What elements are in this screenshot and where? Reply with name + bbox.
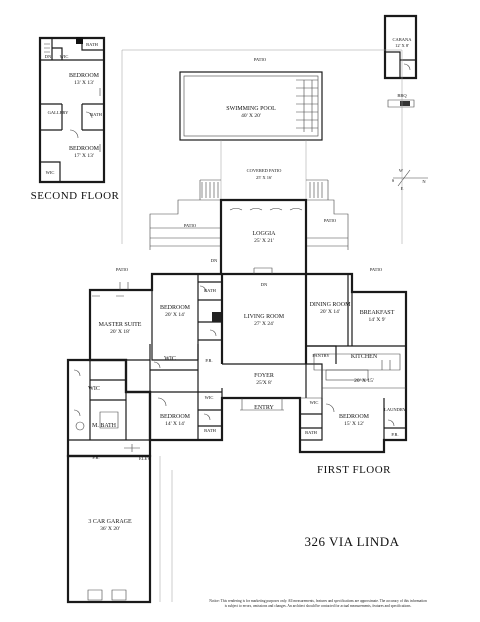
bbq-label: BBQ [397, 93, 407, 98]
bath-label: BATH [305, 430, 318, 435]
patio-label: PATIO [324, 218, 337, 223]
disclaimer-line-2: is subject to errors, omissions and chan… [225, 604, 412, 609]
compass: W S E N [392, 168, 428, 191]
foyer-label: FOYER [254, 373, 274, 379]
disclaimer-line-1: Notice: This rendering is for marketing … [209, 599, 427, 604]
pool-label: SWIMMING POOL [226, 106, 276, 112]
patio-label: PATIO [254, 57, 267, 62]
bath-label: BATH [86, 42, 99, 47]
bedroom-dimensions: 14' X 14' [165, 421, 185, 427]
outdoor-areas: PATIO SWIMMING POOL 40' X 20' COVERED PA… [121, 49, 403, 250]
powder-room-label: P.R. [205, 358, 212, 363]
living-room-label: LIVING ROOM [244, 314, 285, 320]
foyer-dimensions: 25'X 8' [256, 380, 272, 386]
patio-label: PATIO [184, 223, 197, 228]
stair-down-label: DN [45, 54, 52, 59]
garage-dimensions: 36' X 20' [100, 526, 120, 532]
pantry-label: PANTRY [312, 353, 330, 358]
wic-label: WIC [164, 356, 176, 362]
first-floor-title: FIRST FLOOR [317, 464, 391, 476]
compass-s: S [392, 178, 395, 183]
dining-room-label: DINING ROOM [310, 302, 351, 308]
bedroom-label: BEDROOM [69, 146, 100, 152]
breakfast-dimensions: 14' X 9' [369, 317, 386, 323]
powder-room-label: P.R. [391, 432, 398, 437]
wic-label: WIC [88, 386, 100, 392]
kitchen-label: KITCHEN [351, 354, 378, 360]
bedroom-dimensions: 13' X 13' [74, 80, 94, 86]
breakfast-label: BREAKFAST [360, 310, 395, 316]
bedroom-label: BEDROOM [160, 305, 191, 311]
second-floor-title: SECOND FLOOR [31, 190, 120, 202]
master-suite-label: MASTER SUITE [99, 322, 142, 328]
second-floor-plan: BATH DN WIC BEDROOM 13' X 13' GALLERY BA… [31, 36, 120, 202]
wic-label: WIC [205, 395, 214, 400]
elevator-label: ELEV. [139, 456, 151, 461]
bedroom-dimensions: 17' X 13' [74, 153, 94, 159]
first-floor-plan: DN LOGGIA 25' X 21' DN PATIO PATIO BEDRO… [66, 198, 408, 604]
laundry-label: LAUNDRY [384, 407, 407, 412]
powder-room-label: P.R. [92, 455, 99, 460]
dining-room-dimensions: 20' X 14' [320, 309, 340, 315]
property-address: 326 VIA LINDA [304, 534, 399, 549]
wic-label: WIC [46, 170, 55, 175]
stair-down-label: DN [211, 258, 218, 263]
gallery-label: GALLERY [48, 110, 69, 115]
cabana-dimensions: 12' X 8' [395, 43, 409, 48]
bedroom-label: BEDROOM [339, 414, 370, 420]
bedroom-label: BEDROOM [160, 414, 191, 420]
living-room-dimensions: 27' X 24' [254, 321, 274, 327]
master-bath-label: M. BATH [92, 423, 117, 429]
kitchen-dimensions: 20' X 15' [354, 378, 374, 384]
bath-label: BATH [204, 428, 217, 433]
bedroom-dimensions: 20' X 14' [165, 312, 185, 318]
patio-label: PATIO [116, 267, 129, 272]
master-suite-dimensions: 20' X 18' [110, 329, 130, 335]
pool-dimensions: 40' X 20' [241, 113, 261, 119]
bedroom-label: BEDROOM [69, 73, 100, 79]
covered-patio-dimensions: 25' X 16' [256, 175, 272, 180]
patio-label: PATIO [370, 267, 383, 272]
cabana-plan: CABANA 12' X 8' BBQ [383, 14, 418, 108]
compass-w: W [399, 168, 404, 173]
covered-patio-label: COVERED PATIO [247, 168, 282, 173]
cabana-label: CABANA [392, 37, 412, 42]
bath-label: BATH [90, 112, 103, 117]
loggia-dimensions: 25' X 21' [254, 238, 274, 244]
bath-label: BATH [204, 288, 217, 293]
stair-down-label: DN [261, 282, 268, 287]
loggia-label: LOGGIA [253, 231, 277, 237]
wic-label: WIC [310, 400, 319, 405]
entry-label: ENTRY [254, 405, 274, 411]
wic-label: WIC [60, 54, 69, 59]
garage-label: 3 CAR GARAGE [88, 519, 132, 525]
compass-n: N [422, 179, 426, 184]
bedroom-dimensions: 15' X 12' [344, 421, 364, 427]
